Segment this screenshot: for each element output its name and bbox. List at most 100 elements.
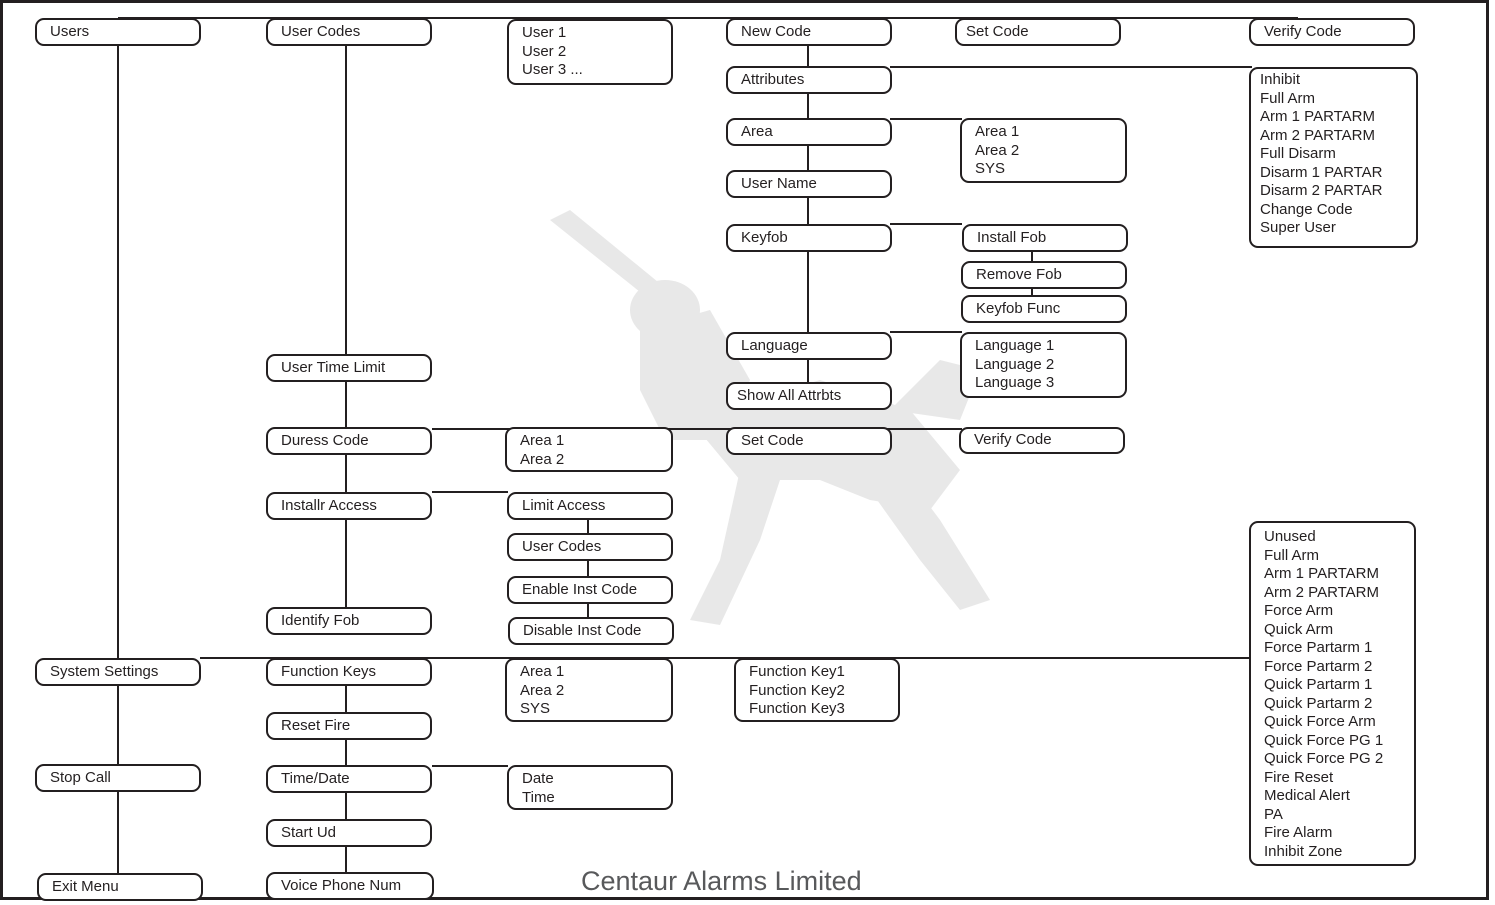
installr-access-button[interactable]: Installr Access bbox=[266, 492, 432, 520]
connector bbox=[807, 252, 809, 332]
list-item: Full Disarm bbox=[1260, 145, 1336, 162]
duress-code-button[interactable]: Duress Code bbox=[266, 427, 432, 455]
area-button[interactable]: Area bbox=[726, 118, 892, 146]
list-item: Time bbox=[522, 788, 555, 806]
user-codes-button[interactable]: User Codes bbox=[266, 18, 432, 46]
language-button[interactable]: Language bbox=[726, 332, 892, 360]
list-item: Quick Partarm 2 bbox=[1264, 694, 1373, 712]
list-item: PA bbox=[1264, 805, 1283, 823]
duress-verify-code-button[interactable]: Verify Code bbox=[959, 427, 1125, 454]
voice-phone-num-button[interactable]: Voice Phone Num bbox=[266, 872, 434, 900]
list-item: Super User bbox=[1260, 219, 1336, 236]
list-item: Arm 1 PARTARM bbox=[1264, 565, 1380, 582]
list-item: Force Partarm 2 bbox=[1264, 657, 1373, 675]
reset-fire-label: Reset Fire bbox=[281, 716, 351, 734]
language-list-box[interactable]: Language 1 Language 2 Language 3 bbox=[960, 332, 1127, 398]
function-keys-button[interactable]: Function Keys bbox=[266, 658, 432, 686]
limit-access-button[interactable]: Limit Access bbox=[507, 492, 673, 520]
list-item: Function Key1 bbox=[749, 663, 845, 680]
user-list-box[interactable]: User 1 User 2 User 3 ... bbox=[507, 19, 673, 85]
user-name-label: User Name bbox=[741, 174, 817, 192]
limit-access-label: Limit Access bbox=[522, 496, 606, 514]
company-name: Centaur Alarms Limited bbox=[581, 866, 862, 896]
connector bbox=[807, 94, 809, 118]
identify-fob-label: Identify Fob bbox=[281, 611, 360, 629]
list-item: Area 1 bbox=[520, 663, 565, 680]
enable-inst-code-button[interactable]: Enable Inst Code bbox=[507, 576, 673, 604]
list-item: Disarm 1 PARTAR bbox=[1260, 163, 1383, 181]
function-key-list-box[interactable]: Function Key1 Function Key2 Function Key… bbox=[734, 658, 900, 722]
show-all-attrbts-label: Show All Attrbts bbox=[737, 386, 842, 404]
list-item: Change Code bbox=[1260, 200, 1353, 218]
verify-code-label: Verify Code bbox=[1264, 22, 1342, 40]
attributes-button[interactable]: Attributes bbox=[726, 66, 892, 94]
system-settings-button[interactable]: System Settings bbox=[35, 658, 201, 686]
new-code-label: New Code bbox=[741, 22, 812, 40]
attributes-label: Attributes bbox=[741, 70, 805, 88]
list-item: Full Arm bbox=[1260, 89, 1316, 107]
verify-code-button[interactable]: Verify Code bbox=[1249, 18, 1415, 46]
voice-phone-num-label: Voice Phone Num bbox=[281, 876, 402, 894]
language-label: Language bbox=[741, 336, 808, 354]
list-item: Unused bbox=[1264, 528, 1316, 545]
connector bbox=[345, 520, 347, 608]
connector bbox=[890, 331, 962, 333]
function-list-box[interactable]: Unused Full Arm Arm 1 PARTARM Arm 2 PART… bbox=[1249, 521, 1416, 866]
connector bbox=[345, 847, 347, 873]
remove-fob-button[interactable]: Remove Fob bbox=[961, 261, 1127, 289]
connector bbox=[890, 66, 1252, 68]
connector bbox=[890, 223, 962, 225]
users-button[interactable]: Users bbox=[35, 18, 201, 46]
time-date-label: Time/Date bbox=[281, 769, 350, 787]
list-item: Date bbox=[522, 770, 554, 787]
list-item: Quick Partarm 1 bbox=[1264, 676, 1373, 693]
reset-fire-button[interactable]: Reset Fire bbox=[266, 712, 432, 740]
list-item: Area 1 bbox=[520, 432, 565, 449]
identify-fob-button[interactable]: Identify Fob bbox=[266, 607, 432, 635]
connector bbox=[1031, 251, 1033, 261]
date-time-list-box[interactable]: Date Time bbox=[507, 765, 673, 810]
start-ud-button[interactable]: Start Ud bbox=[266, 819, 432, 847]
disable-inst-code-label: Disable Inst Code bbox=[523, 621, 642, 639]
disable-inst-code-button[interactable]: Disable Inst Code bbox=[508, 617, 674, 645]
keyfob-func-button[interactable]: Keyfob Func bbox=[961, 295, 1127, 323]
list-item: SYS bbox=[975, 160, 1006, 177]
list-item: Quick Force PG 1 bbox=[1264, 731, 1384, 749]
connector bbox=[345, 382, 347, 428]
list-item: Area 2 bbox=[975, 141, 1020, 159]
connector bbox=[587, 561, 589, 577]
list-item: SYS bbox=[520, 700, 551, 717]
function-key-area-list-box[interactable]: Area 1 Area 2 SYS bbox=[505, 658, 673, 722]
duress-set-code-button[interactable]: Set Code bbox=[726, 427, 892, 455]
inst-user-codes-label: User Codes bbox=[522, 537, 602, 555]
install-fob-button[interactable]: Install Fob bbox=[962, 224, 1128, 252]
list-item: Quick Arm bbox=[1264, 620, 1334, 638]
exit-menu-button[interactable]: Exit Menu bbox=[37, 873, 203, 901]
area-list-box[interactable]: Area 1 Area 2 SYS bbox=[960, 118, 1127, 183]
show-all-attrbts-button[interactable]: Show All Attrbts bbox=[726, 382, 892, 410]
users-label: Users bbox=[50, 22, 90, 40]
set-code-button[interactable]: Set Code bbox=[955, 18, 1121, 46]
connector bbox=[1031, 288, 1033, 296]
time-date-button[interactable]: Time/Date bbox=[266, 765, 432, 793]
list-item: Function Key2 bbox=[749, 681, 845, 699]
list-item: Language 1 bbox=[975, 337, 1055, 354]
exit-menu-label: Exit Menu bbox=[52, 877, 119, 895]
stop-call-button[interactable]: Stop Call bbox=[35, 764, 201, 792]
connector bbox=[117, 686, 119, 770]
connector bbox=[587, 604, 589, 618]
attribute-list-box[interactable]: Inhibit Full Arm Arm 1 PARTARM Arm 2 PAR… bbox=[1249, 67, 1418, 248]
connector bbox=[345, 740, 347, 766]
remove-fob-label: Remove Fob bbox=[976, 265, 1062, 283]
new-code-button[interactable]: New Code bbox=[726, 18, 892, 46]
user-name-button[interactable]: User Name bbox=[726, 170, 892, 198]
keyfob-button[interactable]: Keyfob bbox=[726, 224, 892, 252]
connector bbox=[117, 792, 119, 876]
list-item: Inhibit bbox=[1260, 71, 1301, 88]
inst-user-codes-button[interactable]: User Codes bbox=[507, 533, 673, 561]
user-time-limit-button[interactable]: User Time Limit bbox=[266, 354, 432, 382]
list-item: Arm 2 PARTARM bbox=[1260, 126, 1376, 144]
connector bbox=[200, 657, 1252, 659]
list-item: Fire Reset bbox=[1264, 768, 1334, 786]
duress-area-list-box[interactable]: Area 1 Area 2 bbox=[505, 427, 673, 472]
